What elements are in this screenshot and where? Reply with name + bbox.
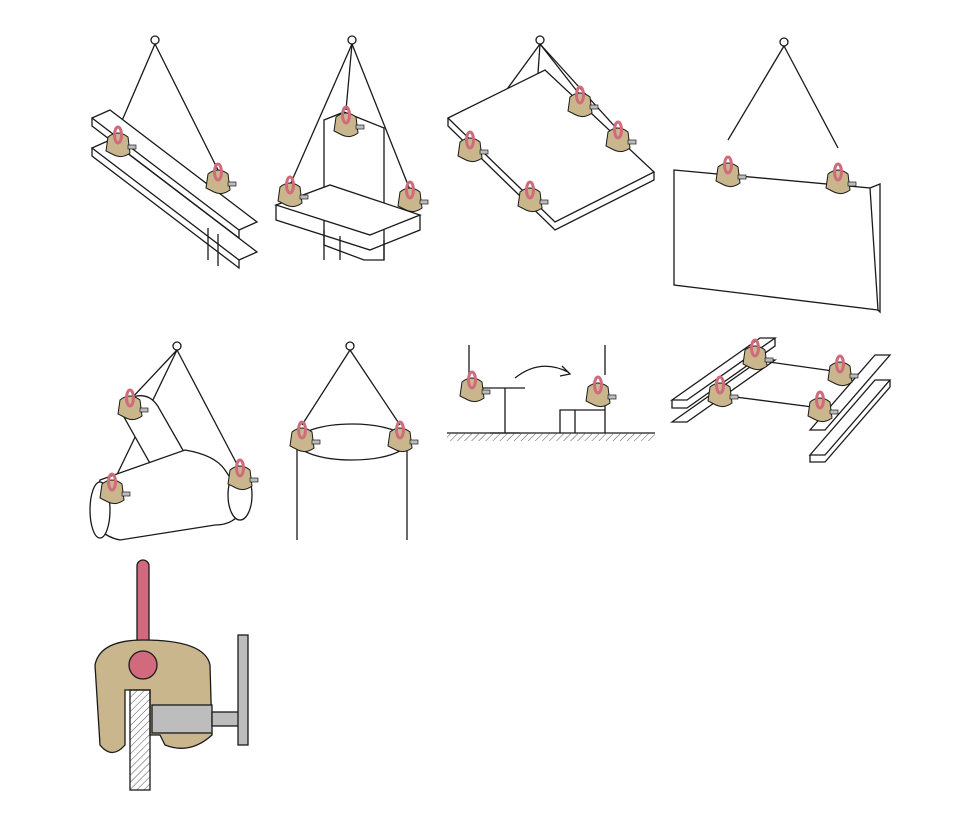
column-lift-clamp-icon (274, 35, 430, 261)
beam-lift-clamp-icon (90, 35, 259, 270)
beam-pair-lift-icon (669, 337, 892, 463)
plate-horizontal-lift-icon (446, 35, 656, 231)
pipe-tee-lift-icon (89, 341, 260, 541)
tank-shell-lift-icon (288, 341, 420, 540)
clamp-detail-icon (94, 559, 249, 791)
plate-vertical-lift-icon (673, 37, 881, 314)
flip-turn-clamp-icon (447, 345, 655, 441)
